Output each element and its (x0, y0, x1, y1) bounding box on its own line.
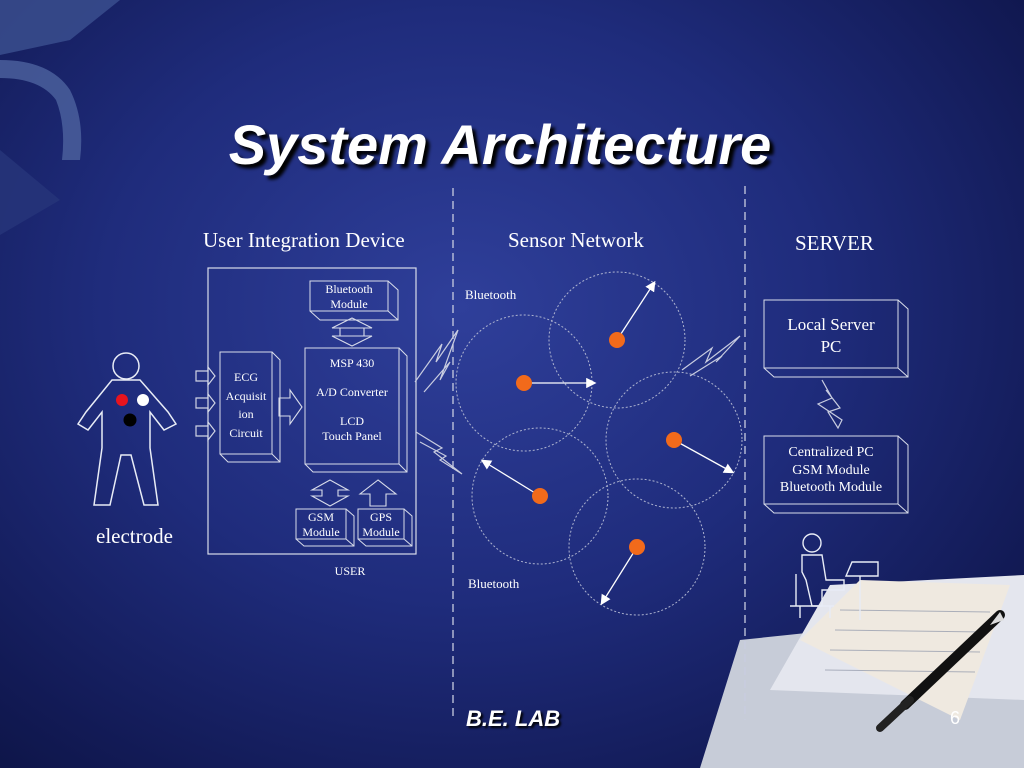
sensor-node-2 (516, 375, 532, 391)
footer-lab-name: B.E. LAB (466, 706, 561, 731)
gps-msp-arrow (358, 479, 398, 507)
gsm-module-box (295, 508, 355, 547)
sensor-node-5 (629, 539, 645, 555)
signal-arrow-1 (195, 365, 216, 387)
electrode-red (116, 394, 128, 406)
msp430-box (304, 347, 408, 473)
centralized-pc-label: Centralized PC GSM Module Bluetooth Modu… (764, 444, 898, 497)
gps-label-line2: Module (362, 525, 400, 539)
central-label-line2: GSM Module (792, 462, 870, 478)
wireless-link-server (681, 335, 741, 377)
section-user-integration-device: User Integration Device (203, 228, 405, 252)
msp-label-line3: LCD (340, 414, 364, 428)
ecg-circuit-box (219, 351, 281, 463)
user-label: USER (334, 564, 366, 578)
gps-module-box (357, 508, 413, 547)
bluetooth-module-label-line2: Module (330, 297, 368, 311)
sensor-range-3 (605, 371, 743, 509)
electrode-label: electrode (96, 524, 173, 548)
gps-label-line1: GPS (369, 510, 392, 524)
link-local-central (816, 379, 843, 430)
signal-arrows (195, 365, 216, 442)
msp430-label: MSP 430 A/D Converter LCD Touch Panel (305, 356, 399, 444)
local-server-label-line1: Local Server (787, 315, 875, 334)
ecg-label-line3: ion (238, 407, 254, 422)
centralized-pc-box (763, 435, 909, 514)
user-device-frame (207, 267, 417, 555)
ecg-circuit-label: ECG Acquisit ion Circuit (220, 368, 272, 442)
ecg-label-line2: Acquisit (225, 388, 267, 403)
signal-arrow-2 (195, 392, 216, 414)
gsm-label-line2: Module (302, 525, 340, 539)
section-sensor-network: Sensor Network (508, 228, 644, 252)
bluetooth-module-box (309, 280, 399, 321)
node-vector-1 (616, 280, 656, 341)
node-vector-5 (600, 546, 638, 606)
briefcase-decoration (0, 0, 120, 235)
sensor-range-1 (548, 271, 686, 409)
node-vector-3 (673, 439, 735, 474)
local-server-label: Local Server PC (764, 314, 898, 358)
central-label-line3: Bluetooth Module (779, 480, 883, 495)
ecg-msp-arrow (278, 388, 303, 426)
papers-pen-decoration (700, 575, 1024, 768)
bluetooth-msp-arrow (331, 317, 373, 347)
slide-title: System Architecture (228, 113, 772, 176)
msp-label-line1: MSP 430 (329, 356, 375, 370)
electrode-black (123, 413, 137, 427)
bluetooth-module-label-line1: Bluetooth (325, 282, 373, 296)
gsm-module-label: GSM Module (296, 510, 346, 540)
gsm-label-line1: GSM (307, 510, 334, 524)
user-figure-icon (76, 352, 178, 506)
sensor-node-1 (609, 332, 625, 348)
signal-arrow-3 (195, 420, 216, 442)
sensor-node-3 (666, 432, 682, 448)
sensor-range-4 (471, 427, 609, 565)
gps-module-label: GPS Module (358, 510, 404, 540)
operator-at-desk-icon (790, 533, 879, 620)
node-vector-4 (480, 459, 541, 497)
local-server-label-line2: PC (820, 337, 842, 357)
msp-label-line2: A/D Converter (316, 385, 388, 399)
sensor-node-4 (532, 488, 548, 504)
wireless-link-bluetooth (414, 329, 459, 393)
section-server: SERVER (795, 231, 874, 255)
ecg-label-line4: Circuit (229, 425, 263, 440)
bluetooth-label-bottom: Bluetooth (468, 576, 520, 591)
page-number: 6 (950, 708, 961, 728)
local-server-box (763, 299, 909, 378)
msp-label-line4: Touch Panel (322, 429, 382, 443)
central-label-line1: Centralized PC (788, 445, 874, 460)
sensor-range-5 (568, 478, 706, 616)
ecg-label-line1: ECG (234, 370, 258, 384)
electrode-white (137, 394, 149, 406)
gsm-msp-arrow (309, 479, 351, 507)
wireless-link-lower (415, 431, 463, 475)
bluetooth-label-top: Bluetooth (465, 287, 517, 302)
bluetooth-module-label: Bluetooth Module (310, 282, 388, 312)
